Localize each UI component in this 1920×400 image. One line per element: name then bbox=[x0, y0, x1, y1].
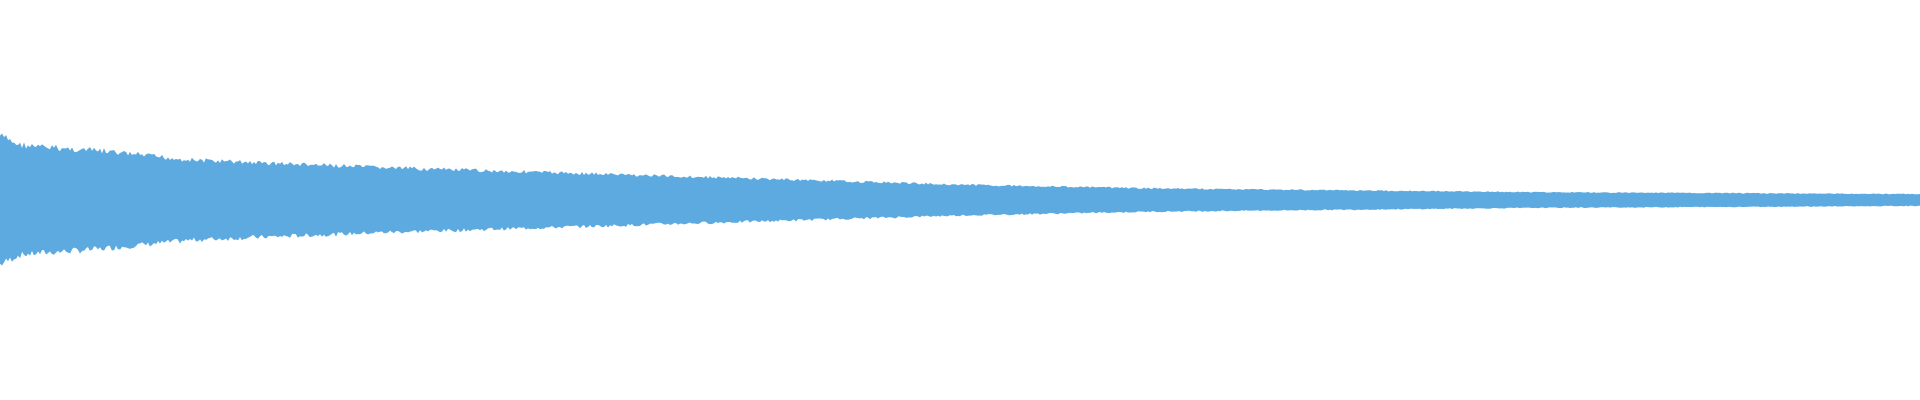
waveform-layer bbox=[0, 133, 1920, 266]
waveform-envelope bbox=[0, 133, 1920, 266]
